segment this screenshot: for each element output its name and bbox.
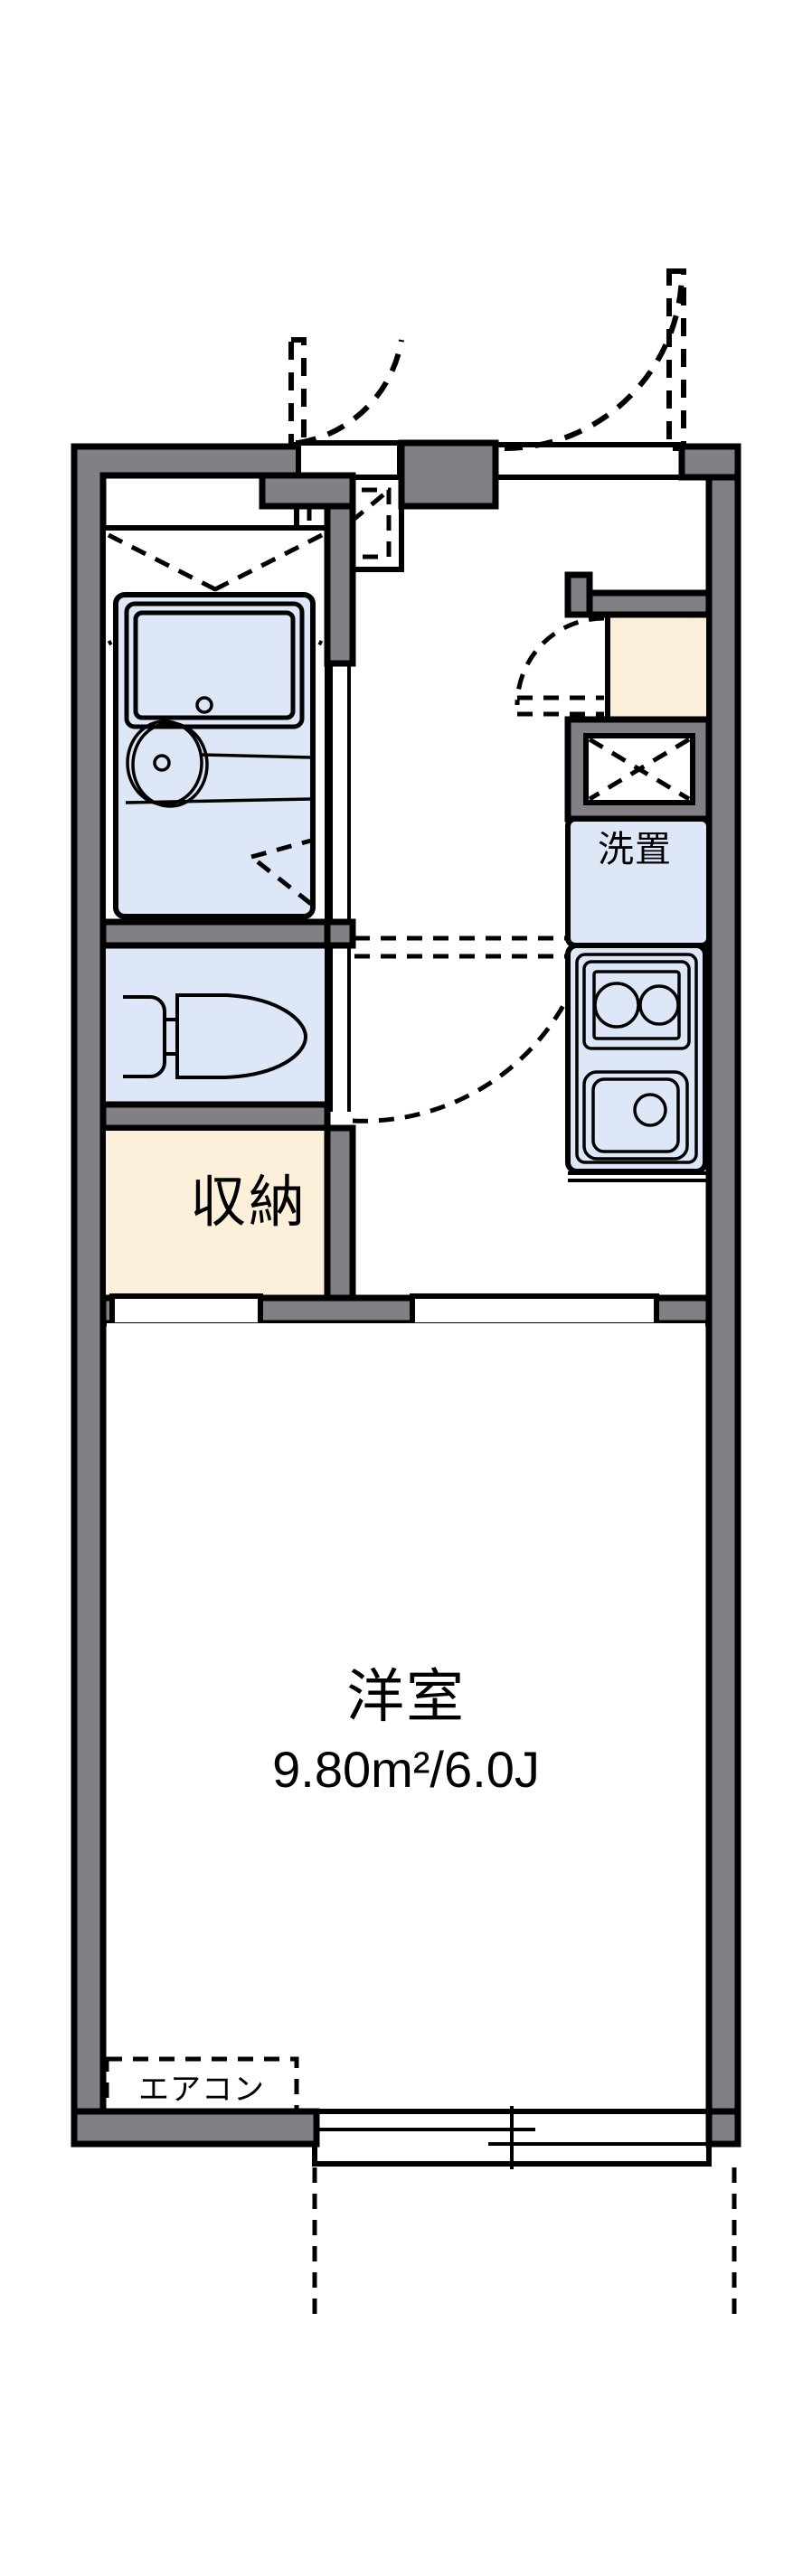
aircon-box [104, 2056, 299, 2114]
stove-burner-left [593, 982, 640, 1029]
entry-closet-left-wall [584, 589, 713, 618]
washer-space-label: 洗置 [598, 830, 672, 870]
gas-stove-outer [582, 960, 691, 1050]
entry-right-wall-notch [678, 443, 741, 481]
bathtub-inner [133, 610, 296, 720]
toilet-tank [123, 995, 166, 1078]
aircon-label: エアコン [138, 2073, 265, 2107]
bath-door-swing [250, 855, 313, 906]
entrance-door-swing [504, 270, 685, 451]
room-door-opening-right [410, 1293, 659, 1328]
wash-basin [126, 719, 203, 806]
bath-hatch-2 [107, 532, 324, 646]
storage-label: 収納 [189, 1171, 307, 1234]
room-door-opening-left [109, 1293, 263, 1328]
main-room-floor [107, 1323, 705, 2113]
bottom-wall-left-segment [71, 2108, 320, 2148]
main-room-area-label: 9.80m²/6.0J [272, 1741, 540, 1798]
kitchen-sink-outer [582, 1070, 689, 1161]
shoe-cabinet-door-swing [297, 339, 404, 446]
bath-toilet-partition [99, 918, 331, 949]
kitchen-sink-basin [591, 1077, 680, 1153]
kitchen-counter-inner [575, 953, 698, 1164]
stove-burner-right [638, 984, 680, 1026]
bottom-wall-right-nub [705, 2108, 741, 2148]
kitchen-counter [565, 943, 708, 1174]
toilet-storage-partition [99, 1101, 331, 1132]
wet-zone-right-wall-2 [324, 918, 356, 949]
storage-right-wall [324, 1124, 356, 1302]
entry-closet [605, 610, 712, 722]
vanity-counter-line [200, 753, 312, 759]
shoe-cabinet-diagonal [309, 490, 389, 557]
bathtub-drain [195, 696, 213, 714]
bath-door-swing-2 [250, 838, 312, 860]
shoe-cabinet-door-leaf [288, 337, 307, 447]
entrance-door-leaf [666, 268, 686, 451]
wash-basin-drain [153, 754, 171, 772]
entry-closet-door-swing [515, 616, 605, 706]
hall-door-swing [352, 957, 587, 1123]
entry-bath-wall [259, 472, 356, 510]
toilet-bowl [175, 993, 308, 1079]
upper-cabinet-x2 [588, 737, 691, 802]
main-room-name-label: 洋室 [346, 1664, 466, 1729]
kitchen-sink-drain [633, 1093, 667, 1127]
entry-alcove-wall [398, 439, 499, 510]
floor-pan-line [125, 797, 312, 804]
toilet-room [100, 939, 330, 1111]
kitchen-hall-wall [564, 571, 593, 618]
